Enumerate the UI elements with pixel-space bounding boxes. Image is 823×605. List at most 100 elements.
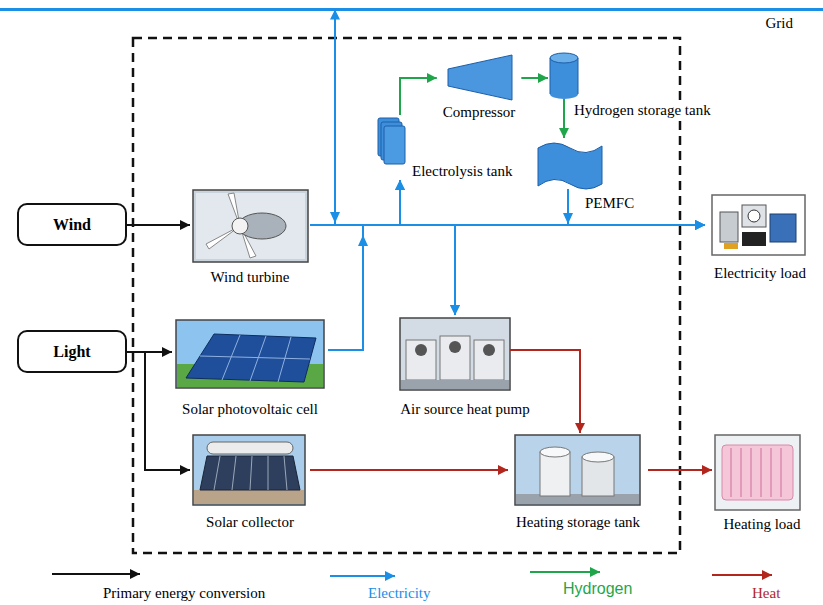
node-label: Hydrogen storage tank bbox=[572, 101, 713, 119]
hydrogen-device: Electrolysis tank bbox=[375, 115, 540, 180]
electricity-load-picture bbox=[720, 212, 738, 242]
hydrogen-tank-icon bbox=[550, 89, 578, 99]
node-label: PEMFC bbox=[585, 194, 634, 212]
flow-arrow bbox=[648, 469, 712, 471]
load-picture: Heating load bbox=[712, 433, 812, 533]
node-label: Electrolysis tank bbox=[412, 162, 512, 180]
source-box: Light bbox=[17, 330, 127, 373]
heating-load-picture bbox=[715, 435, 800, 510]
heat-pump-picture bbox=[415, 344, 427, 356]
photovoltaic-picture bbox=[186, 334, 316, 382]
grid-bus: Grid bbox=[0, 8, 823, 32]
heating-tank-picture bbox=[582, 457, 614, 496]
node-label: Compressor bbox=[443, 103, 516, 121]
heating-load-picture bbox=[780, 448, 782, 497]
legend-label: Hydrogen bbox=[563, 580, 632, 598]
node-label: Solar collector bbox=[206, 513, 294, 531]
load-picture: Electricity load bbox=[705, 192, 815, 284]
hydrogen-device: Hydrogen storage tank bbox=[548, 50, 738, 122]
wind-turbine-picture bbox=[232, 218, 248, 234]
heating-load-picture bbox=[770, 448, 772, 497]
node-label: Solar photovoltaic cell bbox=[182, 400, 318, 418]
hydrogen-tank-icon bbox=[578, 58, 579, 94]
device-picture: Solar photovoltaic cell bbox=[172, 318, 328, 418]
flow-arrow bbox=[127, 224, 190, 226]
node-label: Wind turbine bbox=[211, 268, 290, 286]
flow-arrow bbox=[328, 225, 705, 350]
pemfc-icon bbox=[538, 143, 602, 189]
heating-tank-picture bbox=[582, 452, 614, 462]
electricity-load-picture bbox=[712, 195, 805, 255]
legend-label: Primary energy conversion bbox=[103, 584, 265, 602]
solar-collector-picture bbox=[250, 456, 252, 490]
wind-turbine-picture bbox=[196, 193, 305, 259]
device-picture: Heating storage tank bbox=[508, 433, 648, 533]
electricity-load-picture bbox=[724, 243, 738, 249]
node-label: Heating storage tank bbox=[516, 513, 640, 531]
wind-turbine-picture bbox=[193, 190, 308, 262]
electricity-load-picture bbox=[770, 214, 796, 242]
hydrogen-tank-icon bbox=[550, 58, 551, 94]
solar-collector-picture bbox=[194, 490, 304, 504]
wire-stub bbox=[567, 189, 569, 213]
compressor-icon bbox=[448, 55, 512, 100]
heating-load-picture bbox=[760, 448, 762, 497]
electricity-load-picture bbox=[748, 210, 760, 222]
legend-sample bbox=[530, 571, 600, 573]
wire-stub bbox=[510, 349, 556, 351]
device-picture: Solar collector bbox=[190, 433, 310, 533]
heat-pump-picture bbox=[400, 318, 510, 390]
node-label: Wind bbox=[53, 216, 91, 234]
heat-pump-picture bbox=[440, 336, 470, 380]
solar-collector-picture bbox=[193, 435, 305, 505]
solar-collector-picture bbox=[200, 456, 300, 490]
pemfc-icon bbox=[538, 143, 602, 189]
photovoltaic-picture bbox=[176, 320, 324, 388]
flow-arrow bbox=[400, 78, 437, 115]
legend-sample bbox=[330, 575, 395, 577]
source-box: Wind bbox=[17, 203, 127, 246]
legend-label: Electricity bbox=[368, 584, 430, 602]
legend-sample bbox=[712, 574, 772, 576]
electrolysis-icon bbox=[378, 118, 405, 164]
flow-arrow bbox=[328, 225, 455, 350]
heat-pump-picture bbox=[449, 341, 461, 353]
compressor-icon bbox=[448, 55, 512, 100]
photovoltaic-picture bbox=[278, 337, 291, 382]
heating-load-picture bbox=[750, 448, 752, 497]
solar-collector-picture bbox=[232, 456, 236, 490]
flow-arrow bbox=[555, 350, 580, 433]
solar-collector-picture bbox=[207, 442, 293, 454]
heating-load-picture bbox=[730, 448, 732, 497]
heating-tank-picture bbox=[540, 452, 570, 496]
legend-sample bbox=[52, 573, 140, 575]
node-label: Grid bbox=[766, 14, 794, 32]
heat-pump-picture bbox=[401, 380, 509, 389]
electricity-load-picture bbox=[742, 205, 766, 227]
heating-tank-picture bbox=[515, 435, 640, 505]
node-label: Heating load bbox=[723, 515, 800, 533]
solar-collector-picture bbox=[193, 435, 305, 505]
heating-load-picture bbox=[722, 445, 793, 500]
heat-pump-picture bbox=[474, 340, 504, 380]
legend-sample bbox=[52, 572, 772, 576]
solar-collector-picture bbox=[284, 456, 287, 490]
heating-load-picture bbox=[740, 448, 742, 497]
heat-pump-picture bbox=[483, 344, 495, 356]
hydrogen-tank-icon bbox=[550, 53, 578, 63]
node-label: Air source heat pump bbox=[400, 400, 530, 418]
heat-pump-picture bbox=[406, 340, 436, 380]
flow-arrow bbox=[568, 212, 705, 225]
photovoltaic-picture bbox=[176, 320, 324, 388]
hydrogen-tank-icon bbox=[550, 53, 578, 99]
device-picture: Air source heat pump bbox=[375, 315, 555, 420]
electricity-load-picture bbox=[742, 232, 766, 246]
electrolysis-icon bbox=[384, 126, 405, 164]
node-label: Light bbox=[53, 343, 90, 361]
photovoltaic-picture bbox=[200, 356, 310, 359]
heating-tank-picture bbox=[516, 494, 639, 504]
flow-arrow bbox=[563, 122, 565, 138]
junction-arrowhead bbox=[330, 212, 573, 246]
